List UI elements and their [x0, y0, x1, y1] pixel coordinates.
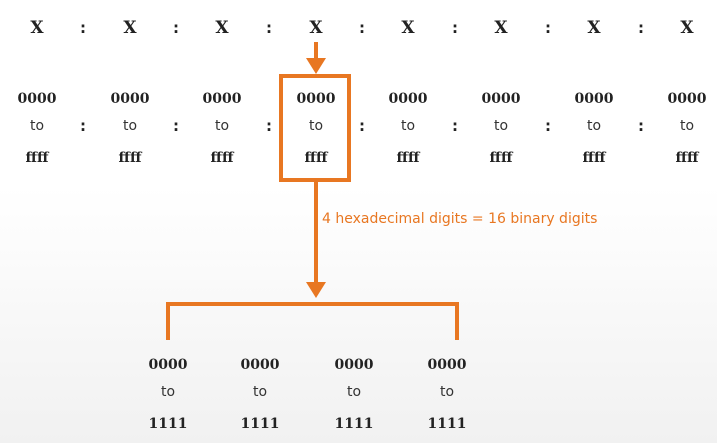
hextet-min-8: 0000 [667, 91, 707, 107]
range-separator-5: : [452, 117, 458, 135]
hextet-to-4: to [308, 118, 324, 134]
range-separator-1: : [80, 117, 86, 135]
hextet-to-8: to [679, 118, 695, 134]
hextet-to-3: to [214, 118, 230, 134]
range-separator-4: : [359, 117, 365, 135]
hextet-separator-1: : [80, 19, 86, 37]
hextet-placeholder-2: X [123, 18, 137, 38]
binary-to-3: to [346, 384, 362, 400]
hextet-placeholder-3: X [215, 18, 229, 38]
binary-max-3: 1111 [334, 416, 374, 432]
hextet-min-1: 0000 [17, 91, 57, 107]
binary-min-3: 0000 [334, 357, 374, 373]
binary-max-2: 1111 [240, 416, 280, 432]
hextet-separator-2: : [173, 19, 179, 37]
hextet-max-6: ffff [489, 150, 513, 166]
hextet-placeholder-1: X [30, 18, 44, 38]
hextet-min-3: 0000 [202, 91, 242, 107]
binary-to-1: to [160, 384, 176, 400]
binary-max-1: 1111 [148, 416, 188, 432]
hextet-max-5: ffff [396, 150, 420, 166]
hex-binary-note: 4 hexadecimal digits = 16 binary digits [322, 211, 598, 227]
hextet-placeholder-8: X [680, 18, 694, 38]
binary-bracket [166, 302, 459, 340]
hextet-placeholder-7: X [587, 18, 601, 38]
hextet-min-5: 0000 [388, 91, 428, 107]
arrow-to-bracket-head [306, 282, 326, 298]
hextet-separator-6: : [545, 19, 551, 37]
hextet-to-1: to [29, 118, 45, 134]
hextet-separator-5: : [452, 19, 458, 37]
range-separator-3: : [266, 117, 272, 135]
range-separator-6: : [545, 117, 551, 135]
binary-to-4: to [439, 384, 455, 400]
hextet-to-6: to [493, 118, 509, 134]
hextet-placeholder-5: X [401, 18, 415, 38]
binary-min-1: 0000 [148, 357, 188, 373]
hextet-separator-7: : [638, 19, 644, 37]
hextet-separator-4: : [359, 19, 365, 37]
hextet-placeholder-4: X [309, 18, 323, 38]
hextet-max-8: ffff [675, 150, 699, 166]
hextet-min-7: 0000 [574, 91, 614, 107]
hextet-to-2: to [122, 118, 138, 134]
hextet-min-6: 0000 [481, 91, 521, 107]
binary-max-4: 1111 [427, 416, 467, 432]
hextet-max-3: ffff [210, 150, 234, 166]
hextet-min-4: 0000 [296, 91, 336, 107]
hextet-max-2: ffff [118, 150, 142, 166]
hextet-to-5: to [400, 118, 416, 134]
range-separator-7: : [638, 117, 644, 135]
hextet-max-4: ffff [304, 150, 328, 166]
hextet-placeholder-6: X [494, 18, 508, 38]
binary-min-2: 0000 [240, 357, 280, 373]
hextet-max-7: ffff [582, 150, 606, 166]
hextet-to-7: to [586, 118, 602, 134]
hextet-separator-3: : [266, 19, 272, 37]
range-separator-2: : [173, 117, 179, 135]
binary-to-2: to [252, 384, 268, 400]
hextet-min-2: 0000 [110, 91, 150, 107]
arrow-to-hextet-head [306, 58, 326, 74]
hextet-max-1: ffff [25, 150, 49, 166]
binary-min-4: 0000 [427, 357, 467, 373]
